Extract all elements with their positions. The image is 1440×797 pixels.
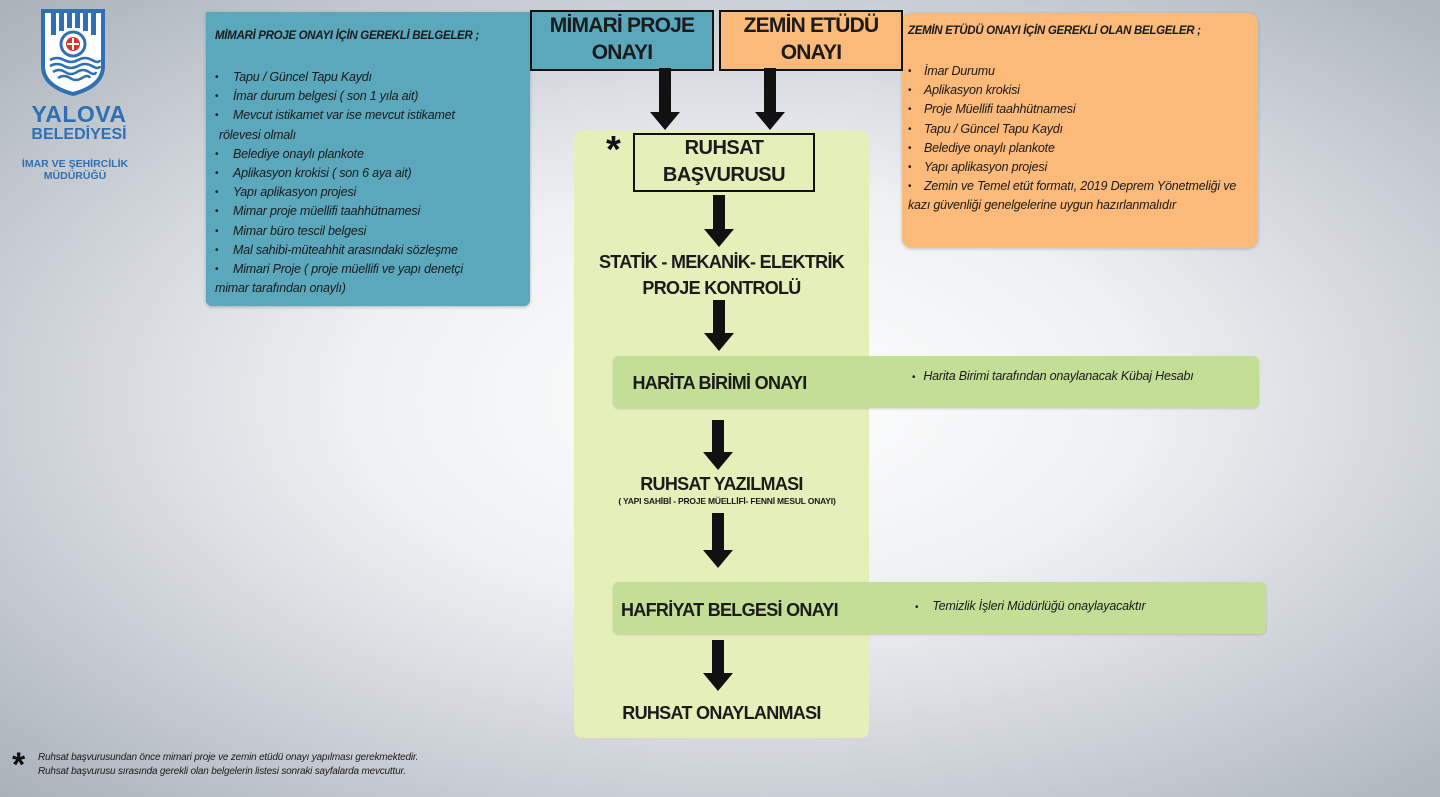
harita-note: • Harita Birimi tarafından onaylanacak Kü… xyxy=(912,369,1194,383)
list-item: Yapı aplikasyon projesi xyxy=(206,183,516,202)
mimari-documents-title: MİMARİ PROJE ONAYI İÇİN GEREKLİ BELGELER… xyxy=(215,30,479,42)
list-item: İmar Durumu xyxy=(902,62,1257,81)
harita-note-text: Harita Birimi tarafından onaylanacak Küb… xyxy=(923,369,1194,383)
list-item: Mal sahibi-müteahhit arasındaki sözleşme xyxy=(206,241,516,260)
ruhsat-basvurusu-line1: RUHSAT xyxy=(684,137,764,159)
list-item: Aplikasyon krokisi xyxy=(902,81,1257,100)
mimari-proje-onayi-box: MİMARİ PROJE ONAYI xyxy=(530,10,714,71)
logo-department-line2: MÜDÜRÜĞÜ xyxy=(43,170,107,182)
hafriyat-row xyxy=(613,582,1266,634)
list-item: Aplikasyon krokisi ( son 6 aya ait) xyxy=(206,164,516,183)
bullet-icon: • xyxy=(912,372,916,383)
list-item: Mimari Proje ( proje müellifi ve yapı de… xyxy=(206,260,516,298)
statik-step: STATİK - MEKANİK- ELEKTRİK PROJE KONTROL… xyxy=(574,249,869,301)
list-item-continuation: mimar tarafından onaylı) xyxy=(215,281,346,296)
hafriyat-note: • Temizlik İşleri Müdürlüğü onaylayacaktı… xyxy=(915,599,1146,613)
arrow-down-icon xyxy=(704,195,734,247)
ruhsat-basvurusu-line2: BAŞVURUSU xyxy=(662,164,786,186)
statik-step-line1: STATİK - MEKANİK- ELEKTRİK xyxy=(598,252,845,272)
list-item: Tapu / Güncel Tapu Kaydı xyxy=(902,120,1257,139)
ruhsat-basvurusu-box: RUHSAT BAŞVURUSU xyxy=(633,133,815,192)
hafriyat-step: HAFRİYAT BELGESİ ONAYI xyxy=(621,600,839,620)
list-item: Yapı aplikasyon projesi xyxy=(902,158,1257,177)
statik-step-line2: PROJE KONTROLÜ xyxy=(642,278,801,298)
ruhsat-yazilmasi-step: RUHSAT YAZILMASI xyxy=(640,474,803,494)
mimari-header-line1: MİMARİ PROJE xyxy=(549,14,695,37)
arrow-down-icon xyxy=(755,68,785,130)
mimari-documents-list: Tapu / Güncel Tapu Kaydı İmar durum belg… xyxy=(206,68,516,298)
mimari-documents-panel: MİMARİ PROJE ONAYI İÇİN GEREKLİ BELGELER… xyxy=(206,12,530,306)
zemin-header-line2: ONAYI xyxy=(780,41,842,64)
ruhsat-onaylanmasi-step: RUHSAT ONAYLANMASI xyxy=(622,703,821,723)
harita-step: HARİTA BİRİMİ ONAYI xyxy=(632,373,807,393)
zemin-etudu-onayi-box: ZEMİN ETÜDÜ ONAYI xyxy=(719,10,903,71)
footnote-line2: Ruhsat başvurusu sırasında gerekli olan … xyxy=(38,766,406,777)
logo-department-line1: İMAR VE ŞEHİRCİLİK xyxy=(21,158,129,170)
footnote-line1: Ruhsat başvurusundan önce mimari proje v… xyxy=(38,752,419,763)
list-item-text: Mimari Proje ( proje müellifi ve yapı de… xyxy=(233,262,463,277)
list-item-continuation: rölevesi olmalı xyxy=(219,127,296,142)
logo-subtitle: BELEDİYESİ xyxy=(31,126,127,143)
arrow-down-icon xyxy=(703,640,733,691)
list-item: Belediye onaylı plankote xyxy=(902,139,1257,158)
list-item: Mevcut istikamet var ise mevcut istikame… xyxy=(206,106,516,144)
list-item-continuation: kazı güvenliği genelgelerine uygun hazır… xyxy=(908,198,1176,213)
bullet-icon: • xyxy=(915,602,919,613)
arrow-down-icon xyxy=(650,68,680,130)
harita-row xyxy=(613,356,1259,408)
footnote-asterisk-icon: * xyxy=(12,746,26,784)
arrow-down-icon xyxy=(703,513,733,568)
logo-title: YALOVA xyxy=(31,101,127,127)
zemin-documents-panel: ZEMİN ETÜDÜ ONAYI İÇİN GEREKLİ OLAN BELG… xyxy=(902,13,1258,248)
zemin-documents-list: İmar Durumu Aplikasyon krokisi Proje Müe… xyxy=(902,62,1257,216)
ruhsat-yazilmasi-subtitle: ( YAPI SAHİBİ - PROJE MÜELLİFİ- FENNİ ME… xyxy=(618,496,836,506)
arrow-down-icon xyxy=(704,300,734,351)
mimari-header-line2: ONAYI xyxy=(591,41,653,64)
hafriyat-note-text: Temizlik İşleri Müdürlüğü onaylayacaktır xyxy=(932,599,1146,613)
municipality-logo xyxy=(38,8,128,96)
asterisk-icon: * xyxy=(606,129,621,171)
list-item-text: Mevcut istikamet var ise mevcut istikame… xyxy=(233,108,455,123)
list-item: Mimar büro tescil belgesi xyxy=(206,222,516,241)
logo-department: İMAR VE ŞEHİRCİLİK MÜDÜRÜĞÜ xyxy=(20,158,130,182)
list-item: Mimar proje müellifi taahhütnamesi xyxy=(206,202,516,221)
list-item-text: Zemin ve Temel etüt formatı, 2019 Deprem… xyxy=(924,179,1237,194)
zemin-header-line1: ZEMİN ETÜDÜ xyxy=(743,14,880,37)
footnote: Ruhsat başvurusundan önce mimari proje v… xyxy=(38,751,418,779)
list-item: Belediye onaylı plankote xyxy=(206,145,516,164)
arrow-down-icon xyxy=(703,420,733,470)
list-item: İmar durum belgesi ( son 1 yıla ait) xyxy=(206,87,516,106)
zemin-documents-title: ZEMİN ETÜDÜ ONAYI İÇİN GEREKLİ OLAN BELG… xyxy=(908,25,1201,37)
list-item: Proje Müellifi taahhütnamesi xyxy=(902,100,1257,119)
shield-emblem-icon xyxy=(41,9,105,96)
list-item: Tapu / Güncel Tapu Kaydı xyxy=(206,68,516,87)
list-item: Zemin ve Temel etüt formatı, 2019 Deprem… xyxy=(902,177,1257,215)
